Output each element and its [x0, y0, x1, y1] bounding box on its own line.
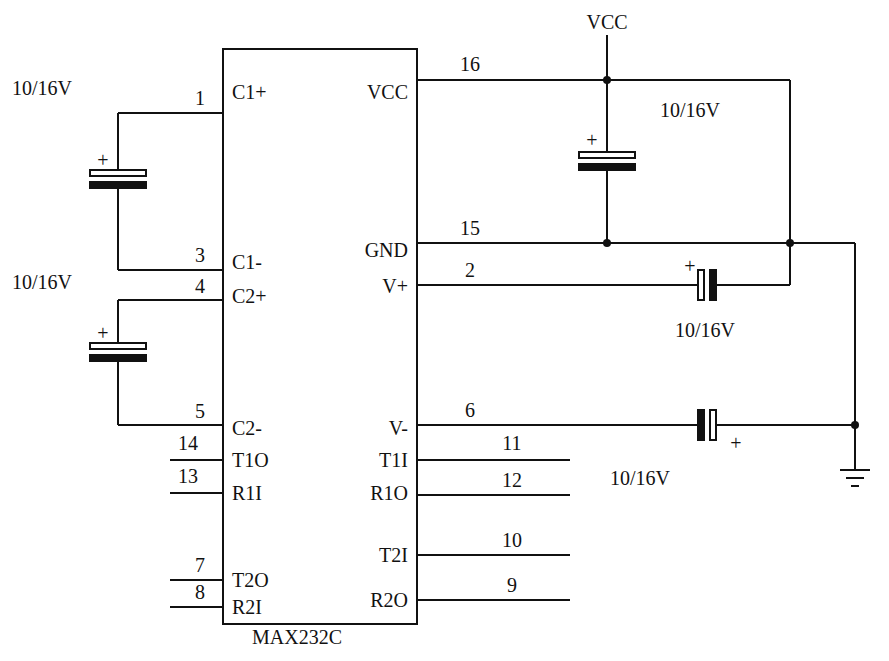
pin-number: 15 — [460, 218, 480, 238]
pin-number: 1 — [195, 88, 205, 108]
polarity-mark: + — [97, 323, 108, 343]
polarity-mark: + — [730, 433, 741, 453]
pin-number: 9 — [507, 575, 517, 595]
capacitor-value: 10/16V — [675, 320, 735, 340]
chip-name: MAX232C — [252, 627, 342, 647]
pin-name: C1+ — [232, 82, 267, 102]
pin-name: T1O — [232, 450, 269, 470]
pin-number: 5 — [195, 401, 205, 421]
pin-number: 10 — [502, 530, 522, 550]
ic-chip-box: MAX232C — [222, 48, 418, 625]
pin-number: 8 — [195, 582, 205, 602]
pin-name: T2I — [379, 545, 408, 565]
pin-name: T2O — [232, 570, 269, 590]
pin-name: VCC — [586, 12, 627, 32]
capacitor-value: 10/16V — [610, 468, 670, 488]
capacitor-value: 10/16V — [12, 78, 72, 98]
pin-name: C2+ — [232, 286, 267, 306]
pin-name: VCC — [367, 82, 408, 102]
polarity-mark: + — [684, 256, 695, 276]
pin-name: GND — [365, 240, 408, 260]
pin-name: R2I — [232, 597, 262, 617]
pin-name: V+ — [382, 276, 408, 296]
pin-number: 2 — [465, 260, 475, 280]
capacitor-value: 10/16V — [12, 272, 72, 292]
pin-name: V- — [389, 418, 408, 438]
pin-name: R1I — [232, 483, 262, 503]
pin-number: 12 — [502, 470, 522, 490]
pin-number: 13 — [178, 466, 198, 486]
pin-name: R1O — [370, 483, 408, 503]
pin-number: 11 — [502, 433, 521, 453]
pin-number: 6 — [465, 400, 475, 420]
polarity-mark: + — [97, 150, 108, 170]
capacitor-value: 10/16V — [660, 100, 720, 120]
pin-name: C2- — [232, 418, 262, 438]
pin-name: T1I — [379, 450, 408, 470]
pin-number: 7 — [195, 555, 205, 575]
pin-number: 16 — [460, 54, 480, 74]
pin-name: R2O — [370, 590, 408, 610]
pin-number: 3 — [195, 245, 205, 265]
pin-name: C1- — [232, 252, 262, 272]
polarity-mark: + — [586, 130, 597, 150]
pin-number: 14 — [178, 433, 198, 453]
pin-number: 4 — [195, 276, 205, 296]
